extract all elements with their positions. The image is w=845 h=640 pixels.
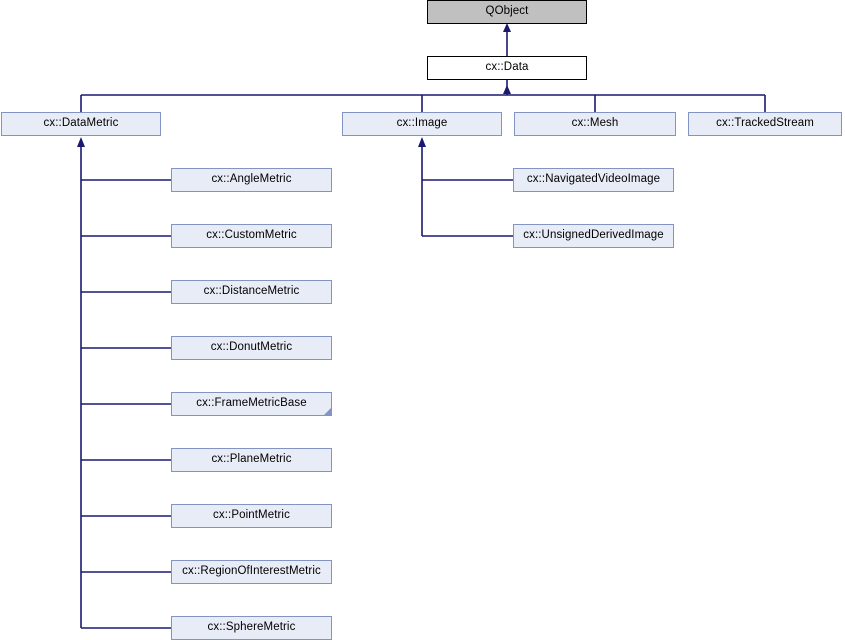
class-node-cx-navigatedvideoimage[interactable]: cx::NavigatedVideoImage [513, 168, 674, 192]
edge-datametric-subtree [77, 137, 171, 629]
class-node-cx-pointmetric[interactable]: cx::PointMetric [171, 504, 332, 528]
class-node-label: cx::Image [396, 117, 448, 130]
class-node-cx-spheremetric[interactable]: cx::SphereMetric [171, 616, 332, 640]
class-node-cx-trackedstream[interactable]: cx::TrackedStream [688, 112, 842, 136]
class-node-label: cx::NavigatedVideoImage [526, 173, 661, 186]
class-node-qobject[interactable]: QObject [427, 0, 587, 24]
class-node-label: QObject [485, 5, 529, 18]
edge-data-to-children-bus [80, 80, 766, 112]
class-node-cx-mesh[interactable]: cx::Mesh [514, 112, 676, 136]
class-node-cx-unsignedderivedimage[interactable]: cx::UnsignedDerivedImage [513, 224, 674, 248]
class-node-cx-image[interactable]: cx::Image [342, 112, 502, 136]
class-node-label: cx::UnsignedDerivedImage [523, 229, 664, 242]
class-node-label: cx::Mesh [571, 117, 619, 130]
class-node-label: cx::PointMetric [213, 509, 290, 522]
class-node-cx-planemetric[interactable]: cx::PlaneMetric [171, 448, 332, 472]
class-node-label: cx::CustomMetric [206, 229, 297, 242]
class-node-cx-anglemetric[interactable]: cx::AngleMetric [171, 168, 332, 192]
class-node-cx-donutmetric[interactable]: cx::DonutMetric [171, 336, 332, 360]
class-node-label: cx::SphereMetric [207, 621, 296, 634]
class-node-cx-custommetric[interactable]: cx::CustomMetric [171, 224, 332, 248]
class-node-cx-framemetricbase[interactable]: cx::FrameMetricBase [171, 392, 332, 416]
class-node-label: cx::DistanceMetric [203, 285, 300, 298]
edge-data-to-qobject [503, 23, 511, 56]
class-node-label: cx::Data [485, 61, 529, 74]
class-node-label: cx::AngleMetric [211, 173, 292, 186]
class-node-label: cx::DonutMetric [210, 341, 293, 354]
class-node-cx-data[interactable]: cx::Data [427, 56, 587, 80]
class-node-label: cx::FrameMetricBase [196, 397, 307, 410]
class-node-cx-datametric[interactable]: cx::DataMetric [1, 112, 161, 136]
edge-image-subtree [418, 137, 513, 237]
class-node-label: cx::PlaneMetric [211, 453, 292, 466]
class-node-label: cx::TrackedStream [716, 117, 814, 130]
class-node-cx-distancemetric[interactable]: cx::DistanceMetric [171, 280, 332, 304]
class-node-cx-regionofinterestmetric[interactable]: cx::RegionOfInterestMetric [171, 560, 332, 584]
class-node-label: cx::DataMetric [43, 117, 119, 130]
class-node-label: cx::RegionOfInterestMetric [182, 565, 321, 578]
